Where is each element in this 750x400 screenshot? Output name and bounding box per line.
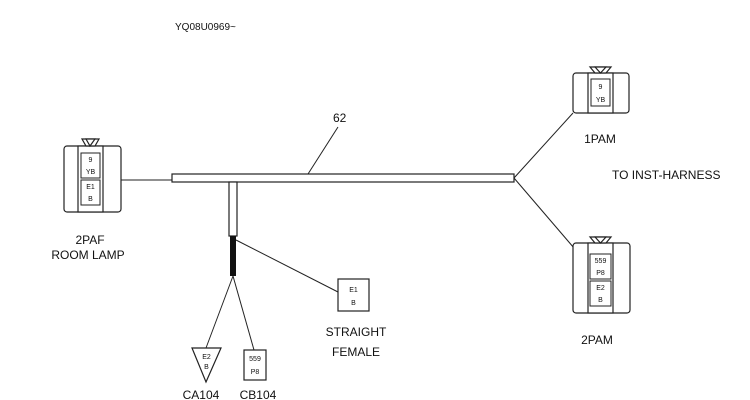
harness-trunk — [171, 173, 515, 276]
connector-1pam: 9 YB — [572, 66, 630, 114]
connector-straight-female: E1 B — [337, 278, 370, 312]
pin-number: E1 — [86, 184, 95, 191]
pin-color: B — [351, 300, 356, 307]
connector-ca104: E2 B — [191, 347, 222, 384]
straight-female-label-line2: FEMALE — [332, 345, 380, 359]
connector-code-ca104: CA104 — [183, 388, 220, 400]
pin-color: B — [204, 364, 209, 371]
branch-wires — [120, 112, 575, 351]
connector-code-cb104: CB104 — [240, 388, 277, 400]
connector-2paf-room-lamp: 9 YB E1 B — [63, 138, 122, 213]
connector-2pam: 559 P8 E2 B — [572, 236, 631, 314]
pin-color: P8 — [251, 369, 260, 376]
wrapped-section — [230, 236, 236, 276]
pin-color: P8 — [596, 270, 605, 277]
pin-color: B — [598, 297, 603, 304]
connector-code-1pam: 1PAM — [584, 132, 616, 146]
connector-cb104: 559 P8 — [243, 349, 267, 381]
connector-code-2paf: 2PAF — [75, 233, 104, 247]
straight-female-label-line1: STRAIGHT — [326, 325, 387, 339]
pin-color: YB — [86, 169, 96, 176]
harness-number-leader — [307, 126, 339, 175]
pin-number: 9 — [599, 84, 603, 91]
pin-number: 559 — [595, 258, 607, 265]
pin-color: YB — [596, 97, 606, 104]
pin-number: 559 — [249, 356, 261, 363]
pin-number: E1 — [349, 287, 358, 294]
connector-code-2pam: 2PAM — [581, 333, 613, 347]
connector-name-room-lamp: ROOM LAMP — [51, 248, 124, 262]
pin-number: E2 — [202, 354, 211, 361]
pin-number: 9 — [89, 157, 93, 164]
pin-number: E2 — [596, 285, 605, 292]
destination-label: TO INST-HARNESS — [612, 168, 720, 182]
figure-code: YQ08U0969~ — [175, 22, 236, 33]
harness-number: 62 — [333, 111, 347, 125]
pin-color: B — [88, 196, 93, 203]
